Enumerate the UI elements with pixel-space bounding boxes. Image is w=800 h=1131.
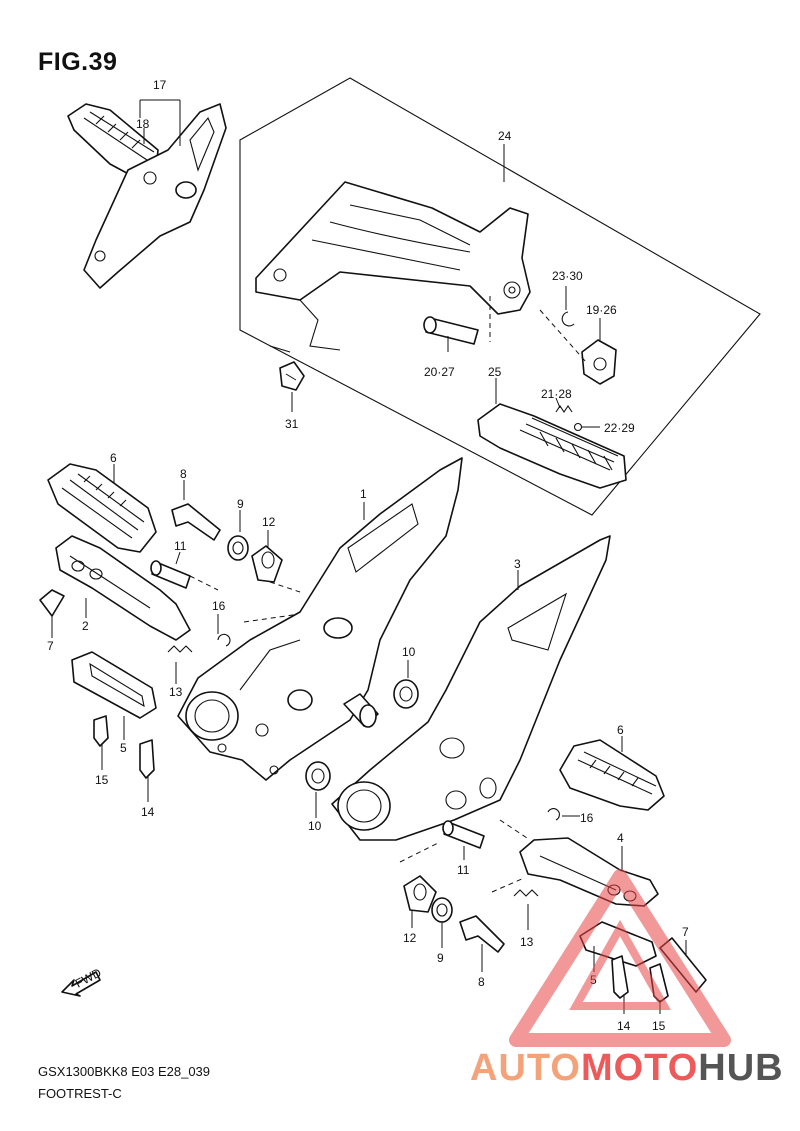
callout-16a: 16 bbox=[212, 599, 226, 613]
callout-13a: 13 bbox=[169, 685, 183, 699]
callout-10b: 10 bbox=[308, 819, 322, 833]
watermark-hub: HUB bbox=[698, 1047, 783, 1089]
automotohub-watermark: AUTOMOTOHUB bbox=[470, 869, 784, 1089]
callout-8b: 8 bbox=[478, 975, 485, 989]
callout-9b: 9 bbox=[437, 951, 444, 965]
model-code: GSX1300BKK8 E03 E28_039 bbox=[38, 1064, 211, 1079]
callout-18: 18 bbox=[136, 117, 150, 131]
callout-8a: 8 bbox=[180, 467, 187, 481]
callout-15a: 15 bbox=[95, 773, 109, 787]
callout-17: 17 bbox=[153, 78, 167, 92]
callout-7b: 7 bbox=[682, 925, 689, 939]
callout-6b: 6 bbox=[617, 723, 624, 737]
callout-24: 24 bbox=[498, 129, 512, 143]
callout-22-29: 22·29 bbox=[604, 421, 635, 435]
callout-14b: 14 bbox=[617, 1019, 631, 1033]
callout-21-28: 21·28 bbox=[541, 387, 572, 401]
callout-5a: 5 bbox=[120, 741, 127, 755]
rear-footrest-assembly-group bbox=[239, 77, 761, 516]
callout-19-26: 19·26 bbox=[586, 303, 617, 317]
forward-arrow-icon: FWD bbox=[61, 965, 104, 997]
callout-20-27: 20·27 bbox=[424, 365, 455, 379]
svg-text:AUTOMOTOHUB: AUTOMOTOHUB bbox=[470, 1047, 784, 1089]
watermark-moto: MOTO bbox=[581, 1047, 698, 1089]
callout-9a: 9 bbox=[237, 497, 244, 511]
pillion-footrest-17-group bbox=[67, 99, 227, 289]
callout-3: 3 bbox=[514, 557, 521, 571]
callout-1: 1 bbox=[360, 487, 367, 501]
callout-7a: 7 bbox=[47, 639, 54, 653]
callout-16b: 16 bbox=[580, 811, 594, 825]
callout-11b: 11 bbox=[457, 863, 470, 877]
callout-4: 4 bbox=[617, 831, 624, 845]
callout-15b: 15 bbox=[652, 1019, 666, 1033]
watermark-triangle-icon bbox=[509, 869, 731, 1047]
callout-labels: 17 18 24 23·30 19·26 20·27 25 21·28 22·2… bbox=[47, 78, 689, 1033]
callout-14a: 14 bbox=[141, 805, 155, 819]
callout-12a: 12 bbox=[262, 515, 276, 529]
section-name: FOOTREST-C bbox=[38, 1086, 122, 1101]
callout-11a: 11 bbox=[174, 539, 187, 553]
callout-31: 31 bbox=[285, 417, 299, 431]
left-footrest-group bbox=[39, 463, 301, 802]
figure-title: FIG.39 bbox=[38, 48, 118, 76]
callout-10a: 10 bbox=[402, 645, 416, 659]
watermark-auto: AUTO bbox=[470, 1047, 581, 1089]
bracket-1-group bbox=[177, 457, 463, 781]
callout-23-30: 23·30 bbox=[552, 269, 583, 283]
callout-12b: 12 bbox=[403, 931, 417, 945]
callout-25: 25 bbox=[488, 365, 502, 379]
callout-2: 2 bbox=[82, 619, 89, 633]
callout-6a: 6 bbox=[110, 451, 117, 465]
bracket-3-group bbox=[305, 535, 611, 841]
callout-13b: 13 bbox=[520, 935, 534, 949]
